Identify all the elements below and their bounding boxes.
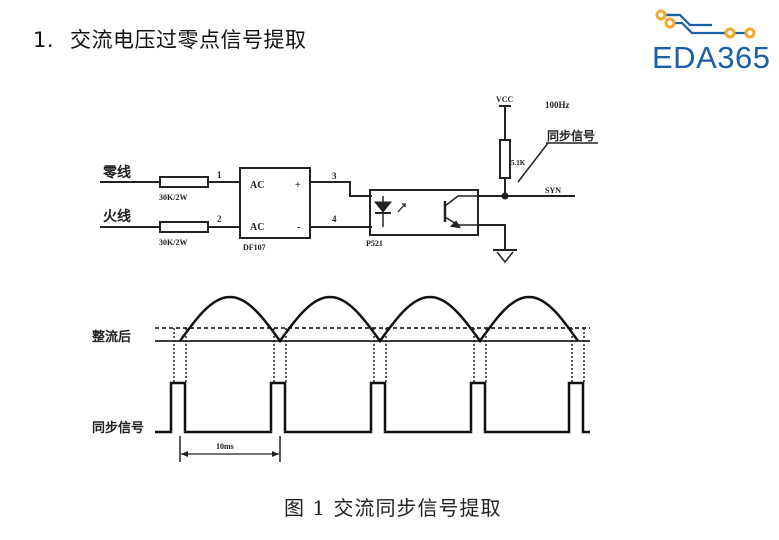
figure-caption: 图 1 交流同步信号提取 [284,492,501,521]
r2-value: 30K/2W [159,238,187,247]
bridge-ac1: AC [250,180,264,191]
neutral-label: 零线 [102,164,131,181]
annotation-leader [517,142,549,183]
resistor-r1 [159,176,209,188]
period-label: 10ms [216,442,234,451]
pullup-resistor [499,139,511,179]
syn-label: SYN [545,186,561,195]
logo-text: EDA365 [652,40,771,75]
sync-pulse-waveform [155,381,590,434]
caption-text: 交流同步信号提取 [333,496,502,520]
sync-label: 同步信号 [92,420,144,436]
r1-value: 30K/2W [159,193,187,202]
bridge-rectifier-df107 [239,167,311,239]
rectified-waveform [178,295,580,344]
waveforms [155,295,590,462]
bridge-minus: - [297,222,300,233]
dim-arrow-left [181,451,188,457]
pullup-value: 5.1K [511,159,526,167]
pin2-label: 2 [217,214,222,224]
sync-annotation: 同步信号 [547,128,595,143]
pin3-label: 3 [332,171,337,181]
resistor-r2 [159,221,209,233]
page-heading: 1. 交流电压过零点信号提取 [33,24,307,54]
eda365-logo: EDA365 [650,8,770,75]
vcc-label: VCC [496,95,514,104]
heading-text: 交流电压过零点信号提取 [70,28,307,52]
opto-name: P521 [366,239,383,248]
ground-icon [493,249,517,264]
bridge-plus: + [295,180,301,191]
bridge-name: DF107 [243,243,266,252]
rectified-label: 整流后 [91,329,131,345]
schematic [100,105,598,264]
emitter-wire [478,224,506,250]
dim-arrow-right [272,451,279,457]
freq-label: 100Hz [545,100,570,110]
wire-pin3 [310,181,372,197]
phototransistor-icon [443,195,478,229]
circuit-traces-icon [655,9,756,39]
figure-number: 图 1 [284,496,327,520]
optocoupler-p521 [369,189,479,236]
live-label: 火线 [103,208,131,225]
led-icon [373,196,406,227]
heading-number: 1. [33,28,55,52]
crossing-guides [173,328,585,383]
junction-dot [501,192,509,200]
bridge-ac2: AC [250,222,264,233]
pin1-label: 1 [217,170,222,180]
pin4-label: 4 [332,214,337,224]
